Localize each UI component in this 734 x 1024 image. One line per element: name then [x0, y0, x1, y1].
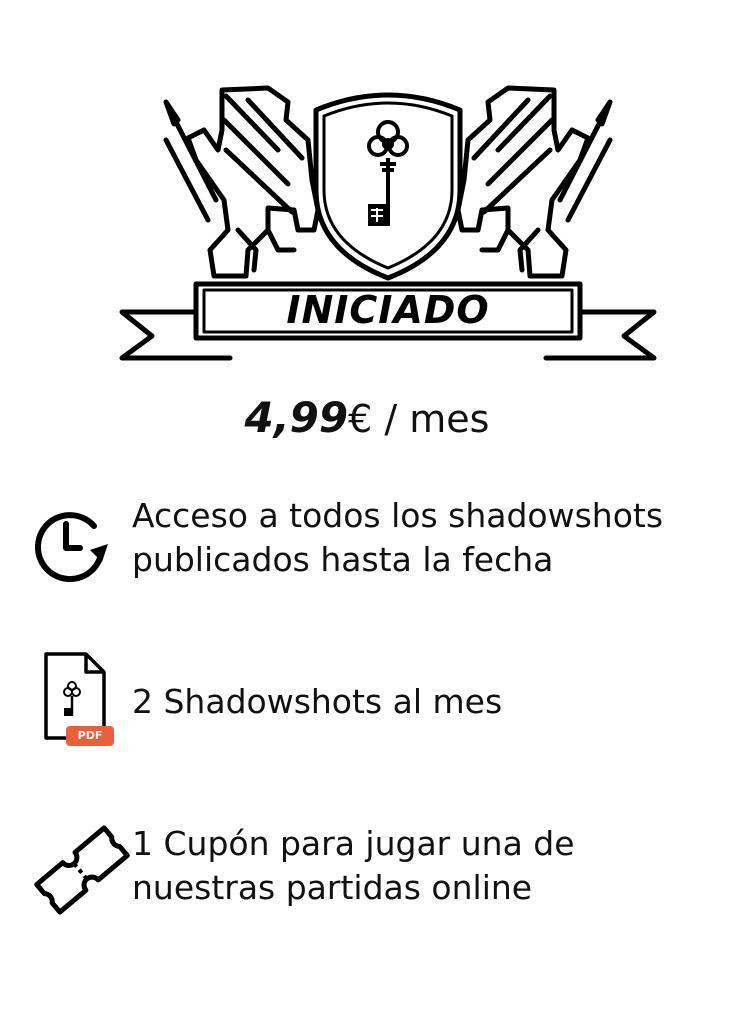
- feature-access-text: Acceso a todos los shadowshots publicado…: [132, 494, 722, 582]
- clock-history-icon: [28, 504, 112, 588]
- feature-coupon-line1: 1 Cupón para jugar una de: [132, 824, 575, 863]
- price-amount: 4,99: [244, 393, 349, 442]
- feature-access-line2: publicados hasta la fecha: [132, 540, 554, 579]
- badge-title: INICIADO: [286, 288, 490, 332]
- price-currency: €: [348, 397, 373, 441]
- price: 4,99€ / mes: [0, 388, 734, 449]
- ticket-icon: [32, 822, 132, 922]
- pdf-badge-label: PDF: [77, 729, 103, 742]
- feature-coupon-line2: nuestras partidas online: [132, 868, 533, 907]
- feature-pdf-line1: 2 Shadowshots al mes: [132, 682, 503, 721]
- feature-pdf-text: 2 Shadowshots al mes: [132, 680, 722, 724]
- price-period: / mes: [372, 397, 490, 441]
- crest-emblem: INICIADO: [118, 80, 658, 370]
- crest-lions-shield-icon: [119, 85, 657, 361]
- feature-coupon-text: 1 Cupón para jugar una de nuestras parti…: [132, 822, 722, 910]
- pdf-file-icon: PDF: [42, 650, 116, 754]
- feature-access-line1: Acceso a todos los shadowshots: [132, 496, 664, 535]
